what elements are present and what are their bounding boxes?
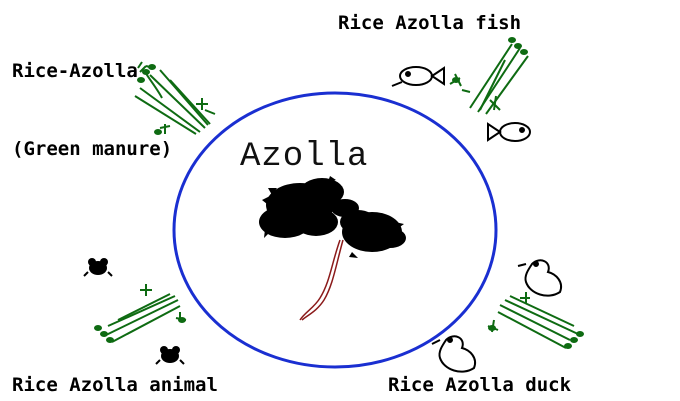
azolla-frond-icon xyxy=(259,176,406,258)
label-line-2: (Green manure) xyxy=(12,136,172,162)
animal-icon-2 xyxy=(156,346,184,364)
rice-plant-icon-top-right xyxy=(450,44,528,114)
azolla-root-icon xyxy=(300,240,343,320)
diagram-title: Azolla xyxy=(240,138,368,176)
duck-icon-1 xyxy=(518,260,561,295)
rice-plant-icon-bottom-right xyxy=(488,292,578,348)
fish-icon-2 xyxy=(488,123,530,141)
rice-grains-icon-bottom-left xyxy=(94,317,186,343)
fish-icon-1 xyxy=(392,67,444,86)
animal-icon-1 xyxy=(84,258,112,276)
label-rice-azolla-animal: Rice Azolla animal xyxy=(12,372,218,398)
label-rice-azolla-fish: Rice Azolla fish xyxy=(338,10,521,36)
duck-icon-2 xyxy=(432,336,475,371)
rice-grains-icon-bottom-right xyxy=(488,325,584,349)
label-rice-azolla-green-manure: Rice-Azolla (Green manure) xyxy=(12,6,172,214)
azolla-circle xyxy=(174,93,496,367)
label-rice-azolla-duck: Rice Azolla duck xyxy=(388,372,571,398)
rice-plant-icon-bottom-left xyxy=(104,284,186,342)
label-line-1: Rice-Azolla xyxy=(12,58,172,84)
